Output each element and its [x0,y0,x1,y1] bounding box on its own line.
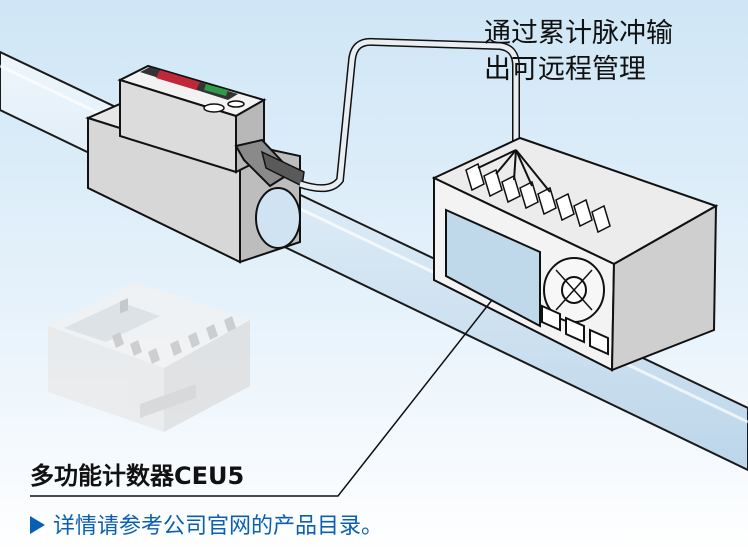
cable-connector [234,138,305,188]
lcd-screen [445,208,541,328]
callout-line-1: 通过累计脉冲输 [484,18,673,49]
product-name-label: 多功能计数器CEU5 [30,462,245,490]
leader-line-bottom [30,299,493,497]
right-triangle-icon [30,516,45,534]
keypad [541,257,609,356]
remote-management-callout: 通过累计脉冲输 出可远程管理 [484,16,673,88]
photo-terminal-row [112,316,236,364]
digital-display-unit [117,64,267,174]
flow-sensor [85,64,305,264]
catalog-link[interactable]: 详情请参考公司官网的产品目录。 [30,508,383,540]
catalog-link-text: 详情请参考公司官网的产品目录。 [53,514,384,539]
counter-device [431,136,719,372]
terminal-wires [477,149,551,193]
terminal-block [465,162,611,234]
callout-line-2: 出可远程管理 [484,54,646,85]
counter-product-photo [48,282,250,432]
